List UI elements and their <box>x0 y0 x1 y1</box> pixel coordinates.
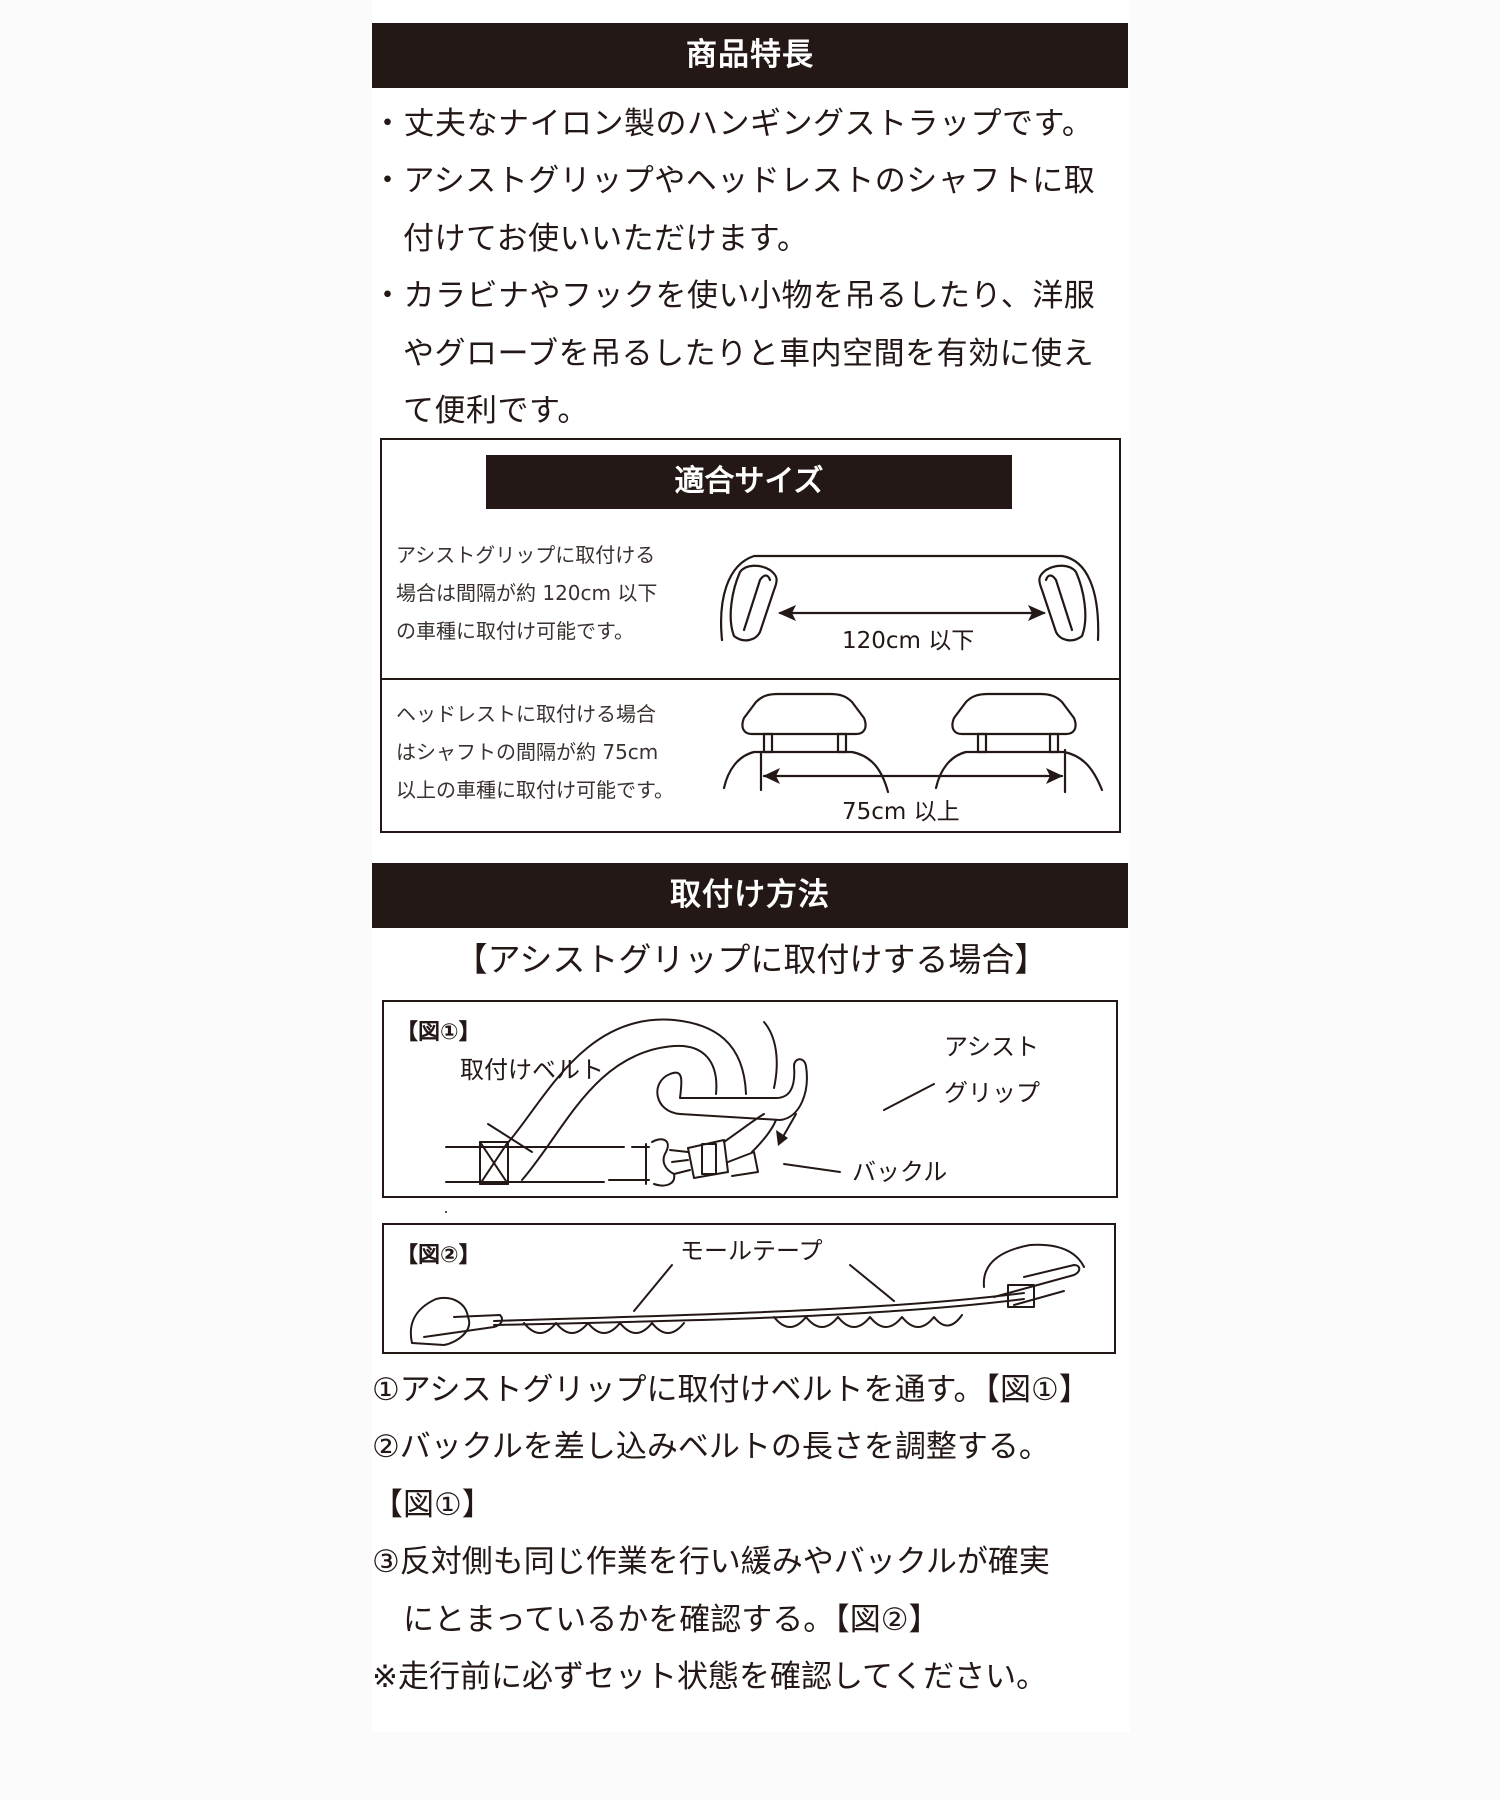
installation-subtitle: 【アシストグリップに取付けする場合】 <box>454 940 1048 979</box>
caution-note: ※走行前に必ずセット状態を確認してください。 <box>372 1659 1048 1695</box>
feature-bullet-2-cont: 付けてお使いいただけます。 <box>403 221 809 257</box>
arrow-left-icon <box>763 768 780 784</box>
fit-size-divider <box>382 678 1119 680</box>
assist-grip-illustration <box>720 554 1100 642</box>
arrow-right-icon <box>1046 768 1063 784</box>
headrest-dimension: 75cm 以上 <box>842 799 960 825</box>
step-1: ①アシストグリップに取付けベルトを通す。【図①】 <box>372 1372 1090 1408</box>
belt-label: 取付けベルト <box>460 1056 604 1084</box>
buckle-label: バックル <box>852 1158 948 1186</box>
feature-bullet-3: ・カラビナやフックを使い小物を吊るしたり、洋服 <box>372 278 1096 314</box>
feature-bullet-3-cont-2: て便利です。 <box>403 393 589 429</box>
bullet-marker: ・ <box>372 163 404 199</box>
headrest-illustration <box>722 692 1104 794</box>
bullet-marker: ・ <box>372 106 404 142</box>
features-header: 商品特長 <box>372 23 1128 88</box>
mole-tape-label: モールテープ <box>680 1237 823 1265</box>
figure-1-illustration <box>445 1018 935 1213</box>
product-info-sheet: 商品特長 ・丈夫なナイロン製のハンギングストラップです。 ・アシストグリップやヘ… <box>372 0 1130 1732</box>
step-2-figure-ref: 【図①】 <box>372 1487 493 1523</box>
feature-bullet-2: ・アシストグリップやヘッドレストのシャフトに取 <box>372 163 1096 199</box>
bullet-marker: ・ <box>372 278 404 314</box>
step-3: ③反対側も同じ作業を行い緩みやバックルが確実 <box>372 1544 1050 1580</box>
fit-size-title: 適合サイズ <box>486 455 1012 509</box>
assist-grip-fit-text: アシストグリップに取付ける 場合は間隔が約 120cm 以下 の車種に取付け可能… <box>396 543 658 643</box>
feature-bullet-3-cont-1: やグローブを吊るしたりと車内空間を有効に使え <box>403 336 1095 372</box>
installation-header: 取付け方法 <box>372 863 1128 928</box>
feature-bullet-1: ・丈夫なナイロン製のハンギングストラップです。 <box>372 106 1094 142</box>
arrow-icon <box>776 1130 788 1146</box>
fit-size-box: 適合サイズ アシストグリップに取付ける 場合は間隔が約 120cm 以下 の車種… <box>380 438 1121 833</box>
step-2: ②バックルを差し込みベルトの長さを調整する。 <box>372 1429 1050 1465</box>
figure-1: 【図①】 取付けベルト アシスト グリップ バックル <box>382 1000 1118 1213</box>
step-3-cont: にとまっているかを確認する。【図②】 <box>372 1602 940 1638</box>
arrow-left-icon <box>778 605 796 621</box>
arrow-right-icon <box>1028 605 1046 621</box>
figure-2: 【図②】 モールテープ <box>382 1223 1116 1354</box>
figure-2-tag: 【図②】 <box>396 1243 481 1268</box>
figure-2-illustration <box>409 1243 1085 1346</box>
assist-grip-label: アシスト グリップ <box>944 1033 1040 1107</box>
figure-1-tag: 【図①】 <box>396 1020 481 1045</box>
headrest-fit-text: ヘッドレストに取付ける場合 はシャフトの間隔が約 75cm 以上の車種に取付け可… <box>396 702 674 802</box>
assist-grip-dimension: 120cm 以下 <box>842 628 975 654</box>
